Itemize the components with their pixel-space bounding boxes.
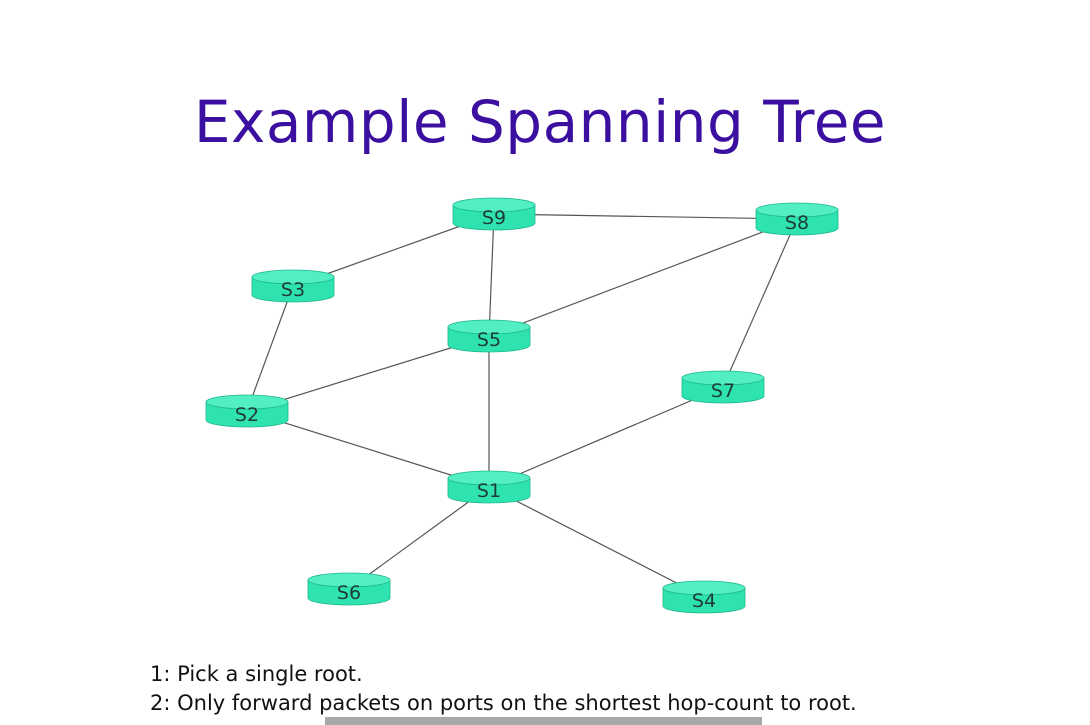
- edge-s1-s6: [348, 486, 490, 590]
- switch-top: [447, 319, 531, 335]
- switch-top: [662, 580, 746, 596]
- switch-label-s2: S2: [235, 404, 259, 426]
- edge-s7-s1: [488, 386, 724, 488]
- switch-label-s4: S4: [692, 590, 716, 612]
- switch-top: [251, 269, 335, 285]
- notes: 1: Pick a single root. 2: Only forward p…: [150, 660, 857, 718]
- note-2: 2: Only forward packets on ports on the …: [150, 691, 857, 715]
- slide-title: Example Spanning Tree: [193, 88, 887, 156]
- switch-node-s9: S9: [452, 197, 536, 231]
- edge-s2-s1: [246, 410, 490, 488]
- switch-top: [452, 197, 536, 213]
- edge-s1-s4: [488, 486, 705, 598]
- horizontal-scrollbar[interactable]: [325, 717, 762, 725]
- switch-label-s6: S6: [337, 582, 361, 604]
- edge-layer: [246, 213, 798, 598]
- switch-node-s1: S1: [447, 470, 531, 504]
- switch-node-s2: S2: [205, 394, 289, 428]
- switch-label-s1: S1: [477, 480, 501, 502]
- switch-top: [447, 470, 531, 486]
- switch-top: [307, 572, 391, 588]
- switch-label-s7: S7: [711, 380, 735, 402]
- switch-label-s3: S3: [281, 279, 305, 301]
- switch-label-s5: S5: [477, 329, 501, 351]
- switch-node-s5: S5: [447, 319, 531, 353]
- switch-label-s8: S8: [785, 212, 809, 234]
- edge-s3-s2: [246, 285, 294, 412]
- switch-node-s4: S4: [662, 580, 746, 614]
- edge-s9-s8: [493, 213, 798, 220]
- switch-node-s7: S7: [681, 370, 765, 404]
- switch-node-s3: S3: [251, 269, 335, 303]
- switch-top: [205, 394, 289, 410]
- edge-s2-s5: [246, 335, 490, 412]
- switch-top: [755, 202, 839, 218]
- edge-s8-s7: [722, 218, 798, 388]
- note-1: 1: Pick a single root.: [150, 662, 363, 686]
- edge-s9-s5: [488, 213, 495, 337]
- switch-node-s8: S8: [755, 202, 839, 236]
- switch-node-s6: S6: [307, 572, 391, 606]
- switch-label-s9: S9: [482, 207, 506, 229]
- switch-top: [681, 370, 765, 386]
- edge-s8-s5: [488, 218, 798, 337]
